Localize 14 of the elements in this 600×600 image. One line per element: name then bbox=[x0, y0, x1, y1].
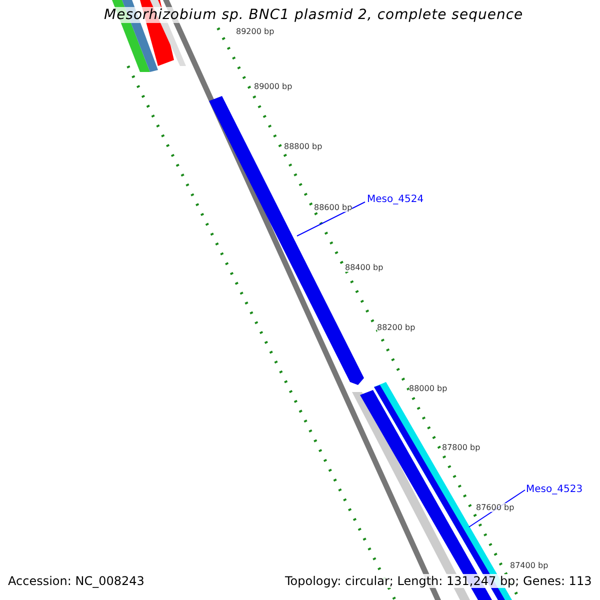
gene-label: Meso_4523 bbox=[526, 484, 583, 495]
scale-label: 88000 bp bbox=[409, 384, 448, 393]
scale-label: 89200 bp bbox=[236, 27, 274, 36]
gene-label: Meso_4524 bbox=[367, 194, 424, 205]
scale-label: 87400 bp bbox=[510, 561, 548, 570]
info-text: Topology: circular; Length: 131,247 bp; Genes: 113 bbox=[285, 574, 592, 588]
scale-label: 88600 bp bbox=[314, 203, 352, 212]
scale-label: 87600 bp bbox=[476, 503, 514, 512]
scale-label: 88200 bp bbox=[377, 323, 416, 332]
leader-line bbox=[296, 202, 366, 236]
info-text: Accession: NC_008243 bbox=[8, 574, 144, 588]
scale-label: 88800 bp bbox=[284, 142, 322, 151]
scale-label: 88400 bp bbox=[345, 263, 384, 272]
scale-label: 87800 bp bbox=[442, 443, 480, 452]
